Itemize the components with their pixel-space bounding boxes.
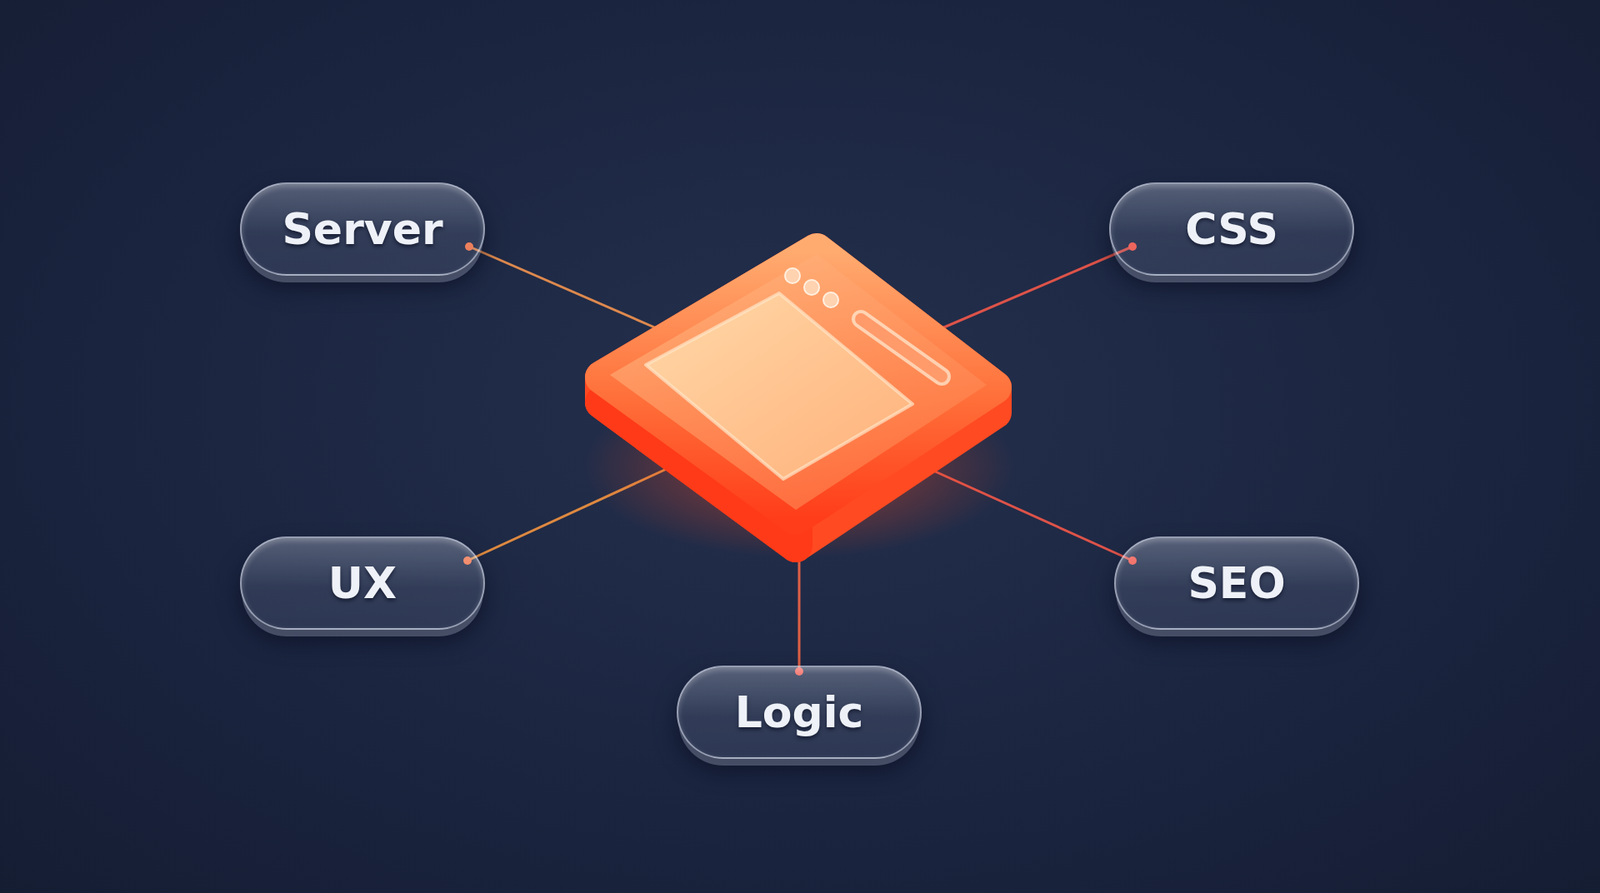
leader-line <box>469 246 659 330</box>
window-dot <box>785 268 800 284</box>
tag-pill: Server <box>240 182 485 276</box>
tag-label: Logic <box>735 690 865 735</box>
tag-pill: Logic <box>676 665 922 760</box>
tag-pill: UX <box>240 536 485 630</box>
tag-label: SEO <box>1187 561 1285 605</box>
hub-side <box>601 250 995 546</box>
leader-lines <box>467 246 1133 672</box>
tag-pill: CSS <box>1109 182 1355 276</box>
leader-dots <box>463 242 1137 676</box>
tag-label: Server <box>281 207 443 251</box>
hub-top-sheen <box>610 254 987 510</box>
window-bar <box>860 319 942 377</box>
tag-label: UX <box>328 561 397 605</box>
leader-line <box>940 246 1133 330</box>
window-dot <box>804 280 820 295</box>
hub-top <box>601 250 995 519</box>
browser-hub-icon <box>601 250 995 546</box>
window-bar-inner <box>860 319 942 377</box>
tag-pill: SEO <box>1114 536 1360 630</box>
tag-label: CSS <box>1185 207 1279 251</box>
window-dot <box>823 292 839 308</box>
